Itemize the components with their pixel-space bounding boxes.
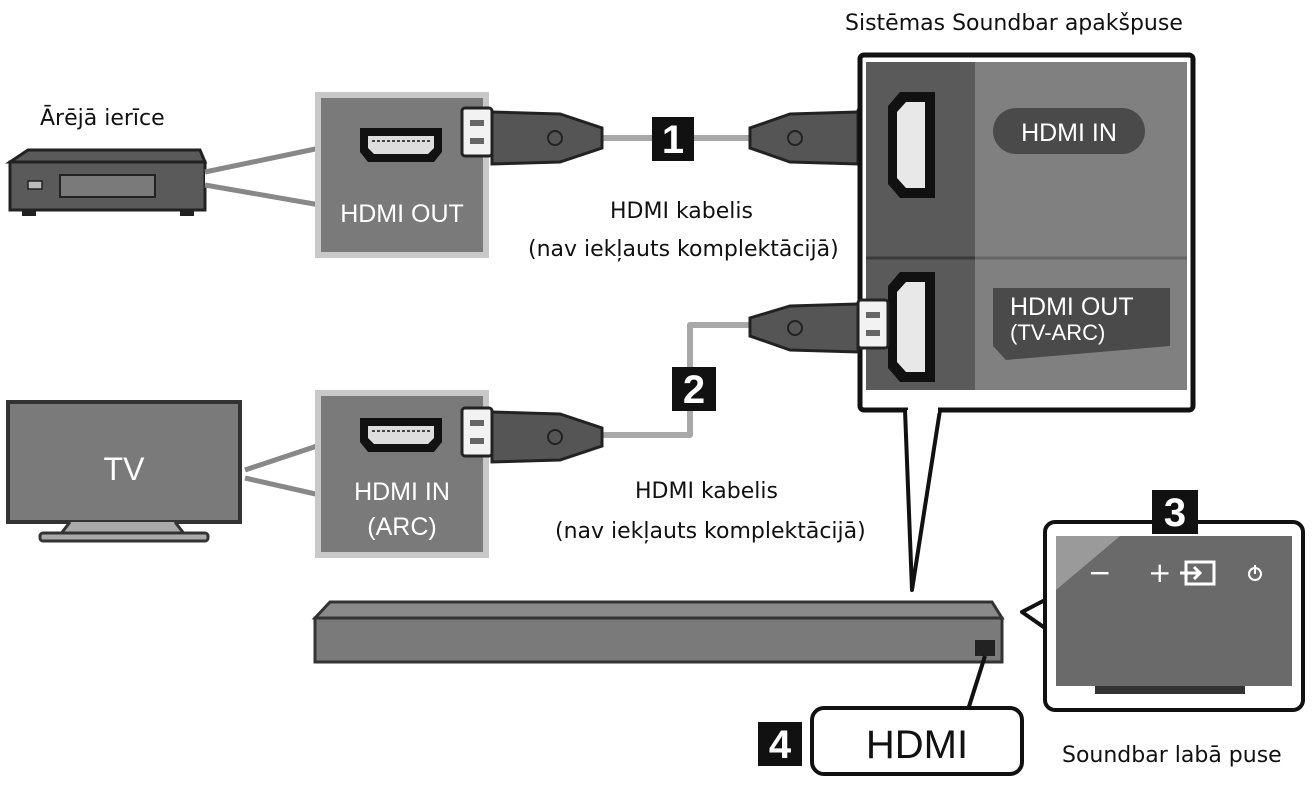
soundbar-side-panel: − +	[1043, 520, 1305, 712]
external-hdmi-out-panel: HDMI OUT	[315, 92, 489, 258]
external-device-icon	[5, 148, 208, 216]
external-callout	[204, 145, 323, 208]
hdmi-cable-1	[460, 106, 890, 166]
soundbar-hdmi-jack-label-box: HDMI	[810, 706, 1024, 776]
external-device-caption: Ārējā ierīce	[40, 106, 165, 131]
soundbar-bottom-callout	[903, 409, 942, 592]
soundbar-right-caption: Soundbar labā puse	[1062, 743, 1282, 768]
tv-callout	[244, 442, 323, 498]
volume-up-button[interactable]: +	[1148, 556, 1171, 589]
external-hdmi-out-label: HDMI OUT	[340, 200, 464, 228]
tv-label: TV	[104, 451, 146, 487]
step-1-badge: 1	[652, 117, 694, 162]
cable1-caption-line2: (nav iekļauts komplektācijā)	[528, 237, 839, 262]
soundbar-hdmi-jack-label: HDMI	[866, 723, 968, 767]
soundbar-bottom-caption: Sistēmas Soundbar apakšpuse	[845, 11, 1183, 36]
side-panel-callout	[1020, 598, 1047, 630]
cable2-caption-line1: HDMI kabelis	[635, 479, 778, 504]
step-2-number: 2	[683, 368, 705, 412]
soundbar-tv-arc-label: (TV-ARC)	[1010, 320, 1105, 345]
step-3-number: 3	[1164, 491, 1186, 535]
soundbar-hdmi-out-label: HDMI OUT	[1010, 293, 1134, 321]
cable2-caption-line2: (nav iekļauts komplektācijā)	[555, 519, 866, 544]
soundbar-icon	[311, 600, 1005, 664]
volume-down-button[interactable]: −	[1088, 556, 1111, 589]
step-3-badge: 3	[1152, 490, 1198, 535]
tv-hdmi-in-label: HDMI IN	[354, 478, 450, 506]
power-icon[interactable]	[1248, 565, 1262, 581]
hdmi-port-icon	[360, 418, 442, 452]
hdmi-port-icon	[360, 128, 442, 162]
step-2-badge: 2	[672, 367, 716, 412]
step-4-badge: 4	[758, 722, 802, 767]
tv-arc-label: (ARC)	[367, 513, 436, 541]
tv-icon: TV	[6, 400, 242, 543]
source-input-icon[interactable]	[1180, 560, 1216, 586]
cable1-caption-line1: HDMI kabelis	[610, 199, 753, 224]
step-4-number: 4	[769, 723, 792, 767]
tv-hdmi-in-panel: HDMI IN (ARC)	[315, 390, 489, 558]
soundbar-hdmi-in-label: HDMI IN	[1021, 119, 1117, 147]
step-1-number: 1	[662, 118, 684, 162]
soundbar-bottom-panel: HDMI IN HDMI OUT (TV-ARC)	[857, 52, 1196, 413]
